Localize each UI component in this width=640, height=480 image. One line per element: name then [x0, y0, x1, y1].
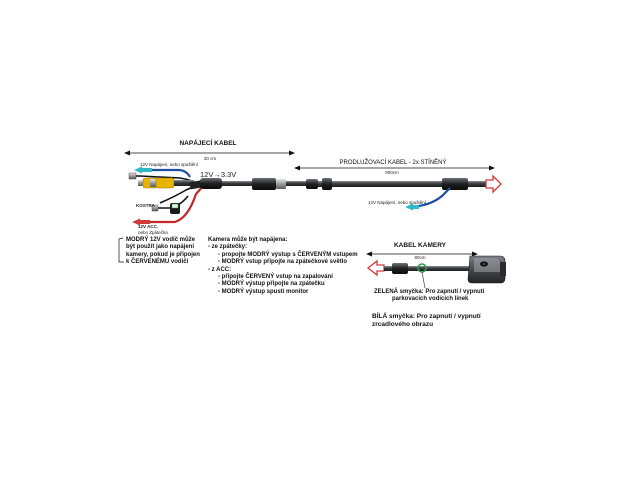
white-loop-note: BÍLÁ smyčka: Pro zapnutí / vypnutí zrcad… [372, 313, 481, 330]
white-loop-line: BÍLÁ smyčka: Pro zapnutí / vypnutí [372, 313, 481, 320]
arrow-blue-ext-icon [405, 203, 413, 211]
power-cable-length: 30 cm [204, 156, 217, 161]
green-loop-line: ZELENÁ smyčka: Pro zapnutí / vypnutí [374, 289, 485, 295]
arrow-red-input-icon [132, 218, 140, 226]
blue-wire-note-line: MODRÝ 12V vodič může [126, 237, 196, 243]
power-12v-ext-label: 12V Napájení, nebo spuštění [368, 200, 427, 205]
rca-video-connector [138, 177, 194, 189]
extension-cable-title: PRODLUŽOVACÍ KABEL - 2x STÍNĚNÝ [339, 158, 446, 166]
camera-power-line: - připojte ČERVENÝ vstup na zapalování [218, 274, 333, 281]
extension-cable-dimension: PRODLUŽOVACÍ KABEL - 2x STÍNĚNÝ 800cm [294, 158, 495, 175]
camera-power-line: - MODRÝ výstup spustí monitor [218, 288, 309, 295]
green-loop-note: ZELENÁ smyčka: Pro zapnutí / vypnutí par… [374, 289, 484, 304]
main-cable [189, 174, 502, 194]
blue-wire-note-line: být použít jako napájení [126, 244, 195, 251]
ground-terminal-icon [128, 172, 137, 180]
extension-cable-connector [442, 178, 468, 190]
camera-power-line: - propojte MODRÝ výstup s ČERVENÝM vstup… [218, 251, 358, 258]
camera-connector [392, 263, 408, 274]
arrow-blue-input-icon [134, 166, 142, 174]
white-loop-line: zrcadlového obrazu [372, 321, 434, 329]
junction-block [200, 178, 222, 189]
power-harness [128, 166, 204, 226]
ground-label: KOSTRA [136, 203, 156, 208]
camera-power-line: - ze zpátečky: [208, 244, 248, 251]
camera-power-line: - MODRÝ výstup připojte na zpátečku [218, 281, 325, 288]
power-12v-label: 12V Napájení, nebo spuštění [140, 162, 199, 167]
camera-cable-title: KABEL KAMERY [394, 242, 447, 249]
output-arrow-icon [485, 174, 502, 194]
camera-power-line: - z ACC: [208, 266, 232, 273]
fuse-icon [171, 203, 179, 209]
camera-cable-length: 80cm [414, 255, 425, 260]
camera-cable-dimension: KABEL KAMERY 80cm [366, 242, 478, 260]
camera-power-note: Kamera může být napájena: - ze zpátečky:… [208, 237, 358, 296]
camera-cable [408, 266, 472, 271]
blue-wire-note: MODRÝ 12V vodič může být použít jako nap… [126, 237, 200, 267]
power-cable-title: NAPÁJECÍ KABEL [179, 138, 236, 147]
extension-cable [332, 181, 442, 187]
acc-label-line1: 12V ACC. [138, 224, 158, 229]
blue-wire-note-line: k ČERVENÉMU vodiči [126, 259, 189, 266]
blue-wire-note-line: kamery, pokud je připojen [126, 251, 200, 258]
acc-label-line2: nebo Zpátečka [138, 230, 168, 235]
camera-assembly [366, 255, 506, 289]
extension-cable-length: 800cm [385, 170, 399, 175]
power-cable-dimension: NAPÁJECÍ KABEL 30 cm [124, 138, 295, 161]
ground-ring-icon [151, 204, 159, 212]
camera-power-line: - MODRÝ vstup připojte na zpátečkové svě… [218, 259, 348, 266]
voltage-label: 12V→3.3V [200, 170, 236, 179]
camera-power-line: Kamera může být napájena: [208, 237, 288, 243]
camera-arrow-icon [366, 259, 385, 277]
extension-blue-wire [405, 187, 451, 211]
power-cable-connector [252, 178, 276, 190]
green-loop-line: parkovacích vodicích linek [392, 296, 469, 303]
